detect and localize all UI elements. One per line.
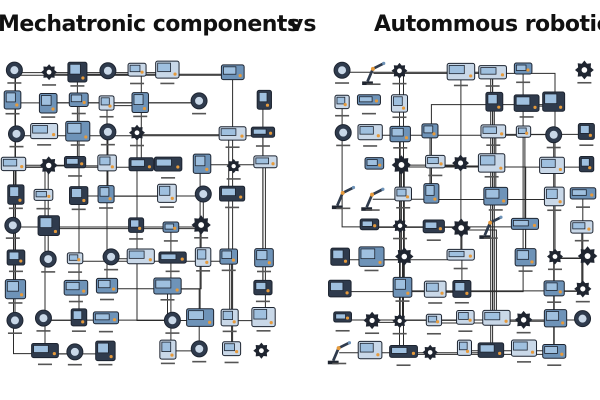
headline-right: Autommous robotics — [374, 12, 600, 37]
headline-left: Mechatronic components — [0, 12, 300, 37]
mechatronic-components-illustration — [0, 58, 278, 368]
autonomous-robotics-illustration — [326, 58, 600, 368]
headline-vs: vs — [289, 12, 317, 37]
